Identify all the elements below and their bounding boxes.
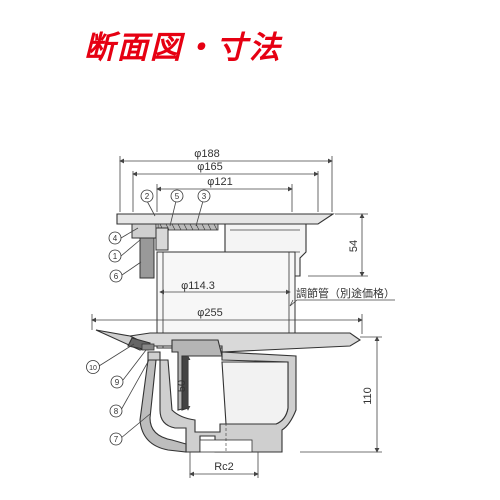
part-10-marker <box>86 360 100 374</box>
part-6-marker <box>109 269 123 283</box>
part-4-marker <box>108 231 122 245</box>
dim-188-label: φ188 <box>194 148 220 160</box>
part-8-label: 8 <box>114 407 119 416</box>
part-2-marker <box>140 189 154 203</box>
part-7-marker <box>109 432 123 446</box>
lower-flange <box>95 329 362 353</box>
dimension-lines <box>91 156 395 478</box>
adjusting-pipe <box>156 251 296 349</box>
dim-110-label: 110 <box>362 387 374 405</box>
part-10-label: 10 <box>89 365 97 372</box>
part-9-label: 9 <box>115 378 120 387</box>
part-7-label: 7 <box>114 435 119 444</box>
part-4-label: 4 <box>113 234 118 243</box>
adjusting-pipe-note: 調節管（別途価格） <box>296 286 395 300</box>
part-3-marker <box>197 189 211 203</box>
part-5-marker <box>170 189 184 203</box>
part-1-marker <box>108 249 122 263</box>
page-title: 断面図・寸法 <box>84 30 282 66</box>
part-2-label: 2 <box>145 192 150 201</box>
part-6-label: 6 <box>114 272 119 281</box>
top-frame <box>116 213 335 279</box>
dim-121-label: φ121 <box>207 176 233 188</box>
dim-50-label: 50 <box>176 380 188 392</box>
part-1-label: 1 <box>113 252 118 261</box>
dim-165-label: φ165 <box>197 161 223 173</box>
part-callouts: 2 5 3 4 1 6 10 9 8 7 <box>86 189 211 446</box>
part-5-label: 5 <box>175 192 180 201</box>
trap-body <box>139 339 297 453</box>
part-3-label: 3 <box>202 192 207 201</box>
part-8-marker <box>109 404 123 418</box>
dim-54-label: 54 <box>348 240 360 252</box>
dim-114-label: φ114.3 <box>181 280 215 292</box>
dim-255-label: φ255 <box>197 307 223 319</box>
part-9-marker <box>110 375 124 389</box>
dim-rc2-label: Rc2 <box>214 461 234 473</box>
